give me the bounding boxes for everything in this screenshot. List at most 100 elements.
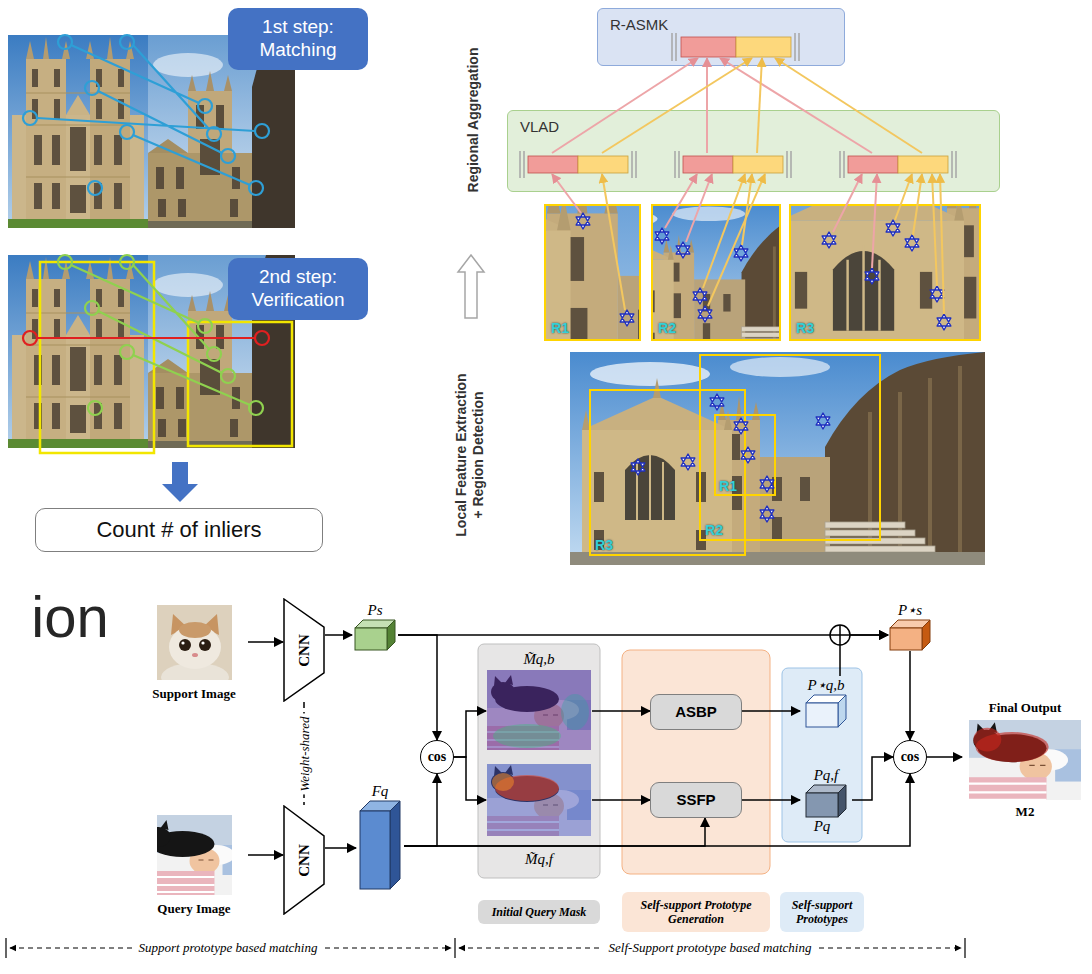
circle-shape — [221, 369, 235, 383]
use-shape — [734, 418, 748, 434]
connector — [325, 847, 356, 849]
feature-block: Fq — [356, 782, 404, 890]
output-image-picture — [969, 720, 1081, 800]
connector — [592, 710, 650, 712]
path-shape — [602, 174, 625, 310]
section-label: Local Feature Extraction + Region Detect… — [453, 371, 487, 539]
circle-shape — [830, 625, 850, 645]
rect-shape — [681, 37, 736, 57]
legend-swatch: Self-support Prototype Generation — [622, 892, 770, 932]
legend-swatch: Self-support Prototypes — [780, 892, 864, 932]
node-label: R-ASMK — [610, 16, 668, 34]
svg-shape — [805, 784, 847, 818]
ellipse-shape — [973, 728, 1001, 752]
cnn-block: CNN — [283, 805, 325, 915]
rect-shape — [578, 156, 628, 173]
node-label: cos — [901, 750, 920, 764]
circle-shape — [255, 331, 269, 345]
path-shape — [6, 938, 965, 958]
region-label: R1 — [719, 479, 737, 493]
mask-image-picture — [487, 764, 591, 836]
path-shape — [757, 58, 762, 153]
rect-shape — [790, 205, 980, 340]
circle-shape — [255, 124, 269, 138]
use-shape — [681, 454, 695, 470]
path-shape — [706, 58, 708, 153]
region-label-text: R3 — [595, 538, 613, 552]
node-label: Fq — [372, 782, 389, 800]
circle-shape — [249, 181, 263, 195]
path-shape — [552, 174, 581, 213]
use-shape — [865, 268, 879, 284]
input-image: Support Image — [140, 605, 248, 702]
use-shape — [570, 352, 985, 565]
cos-operator: cos — [420, 740, 454, 774]
node-label: 1st step: Matching — [236, 16, 360, 62]
node-label: Pq,f — [814, 766, 839, 784]
connector — [927, 756, 962, 758]
legend-text: Self-support Prototypes — [784, 898, 860, 926]
use-shape — [741, 447, 755, 463]
rect-shape — [487, 670, 591, 750]
path-shape — [602, 58, 752, 153]
path-shape — [708, 174, 765, 306]
cos-operator: cos — [893, 740, 927, 774]
use-shape — [487, 670, 591, 750]
node-label: ASBP — [675, 703, 717, 721]
section-label-text: Local Feature Extraction + Region Detect… — [453, 371, 487, 539]
process-box: ASBP — [650, 694, 742, 730]
region-label: R3 — [595, 538, 613, 552]
connector — [398, 634, 888, 636]
connector — [592, 799, 650, 801]
legend-swatch: Initial Query Mask — [478, 900, 600, 924]
path-shape — [830, 625, 850, 645]
region-label-text: R2 — [705, 523, 723, 537]
rect-shape — [806, 703, 838, 727]
use-shape — [698, 306, 712, 322]
connector — [742, 710, 800, 712]
path-shape — [675, 151, 791, 178]
node-label: VLAD — [520, 118, 559, 136]
legend-text: Self-support Prototype Generation — [626, 898, 766, 926]
svg-shape — [805, 694, 847, 728]
polygon-shape — [284, 806, 324, 914]
rect-shape — [528, 156, 578, 173]
ellipse-shape — [561, 694, 589, 730]
rect-shape — [806, 793, 838, 817]
feature-block-picture — [359, 800, 401, 890]
title-fragment: ion — [31, 588, 108, 646]
rect-shape — [652, 205, 780, 340]
svg-shape — [487, 764, 591, 836]
path-shape — [895, 174, 912, 220]
g-shape — [6, 938, 965, 958]
rect-shape — [890, 628, 922, 650]
use-shape — [157, 605, 232, 680]
polygon-shape — [838, 785, 846, 817]
use-shape — [930, 286, 944, 302]
node-label: Query Image — [157, 901, 230, 917]
connector — [909, 651, 911, 740]
use-shape — [693, 288, 707, 304]
node-label: Final Output — [989, 700, 1062, 716]
prototype-block-picture — [354, 619, 396, 651]
use-shape — [969, 720, 1081, 800]
connector — [248, 641, 283, 643]
use-shape — [886, 220, 900, 236]
svg-shape — [487, 670, 591, 750]
result-box: Count # of inliers — [35, 508, 323, 552]
path-shape — [775, 58, 922, 153]
connector — [325, 634, 352, 636]
node-label: CNN — [297, 844, 312, 877]
node-label: Count # of inliers — [96, 517, 261, 543]
g-shape — [23, 331, 269, 345]
circle-shape — [249, 401, 263, 415]
group-label: Pq — [814, 817, 831, 835]
use-shape — [576, 213, 590, 229]
path-shape — [672, 33, 799, 61]
aggregation-box-art — [508, 111, 1001, 193]
input-image: Query Image — [140, 815, 248, 917]
rect-shape — [355, 628, 387, 650]
rect-shape — [733, 156, 783, 173]
use-shape — [487, 764, 591, 836]
